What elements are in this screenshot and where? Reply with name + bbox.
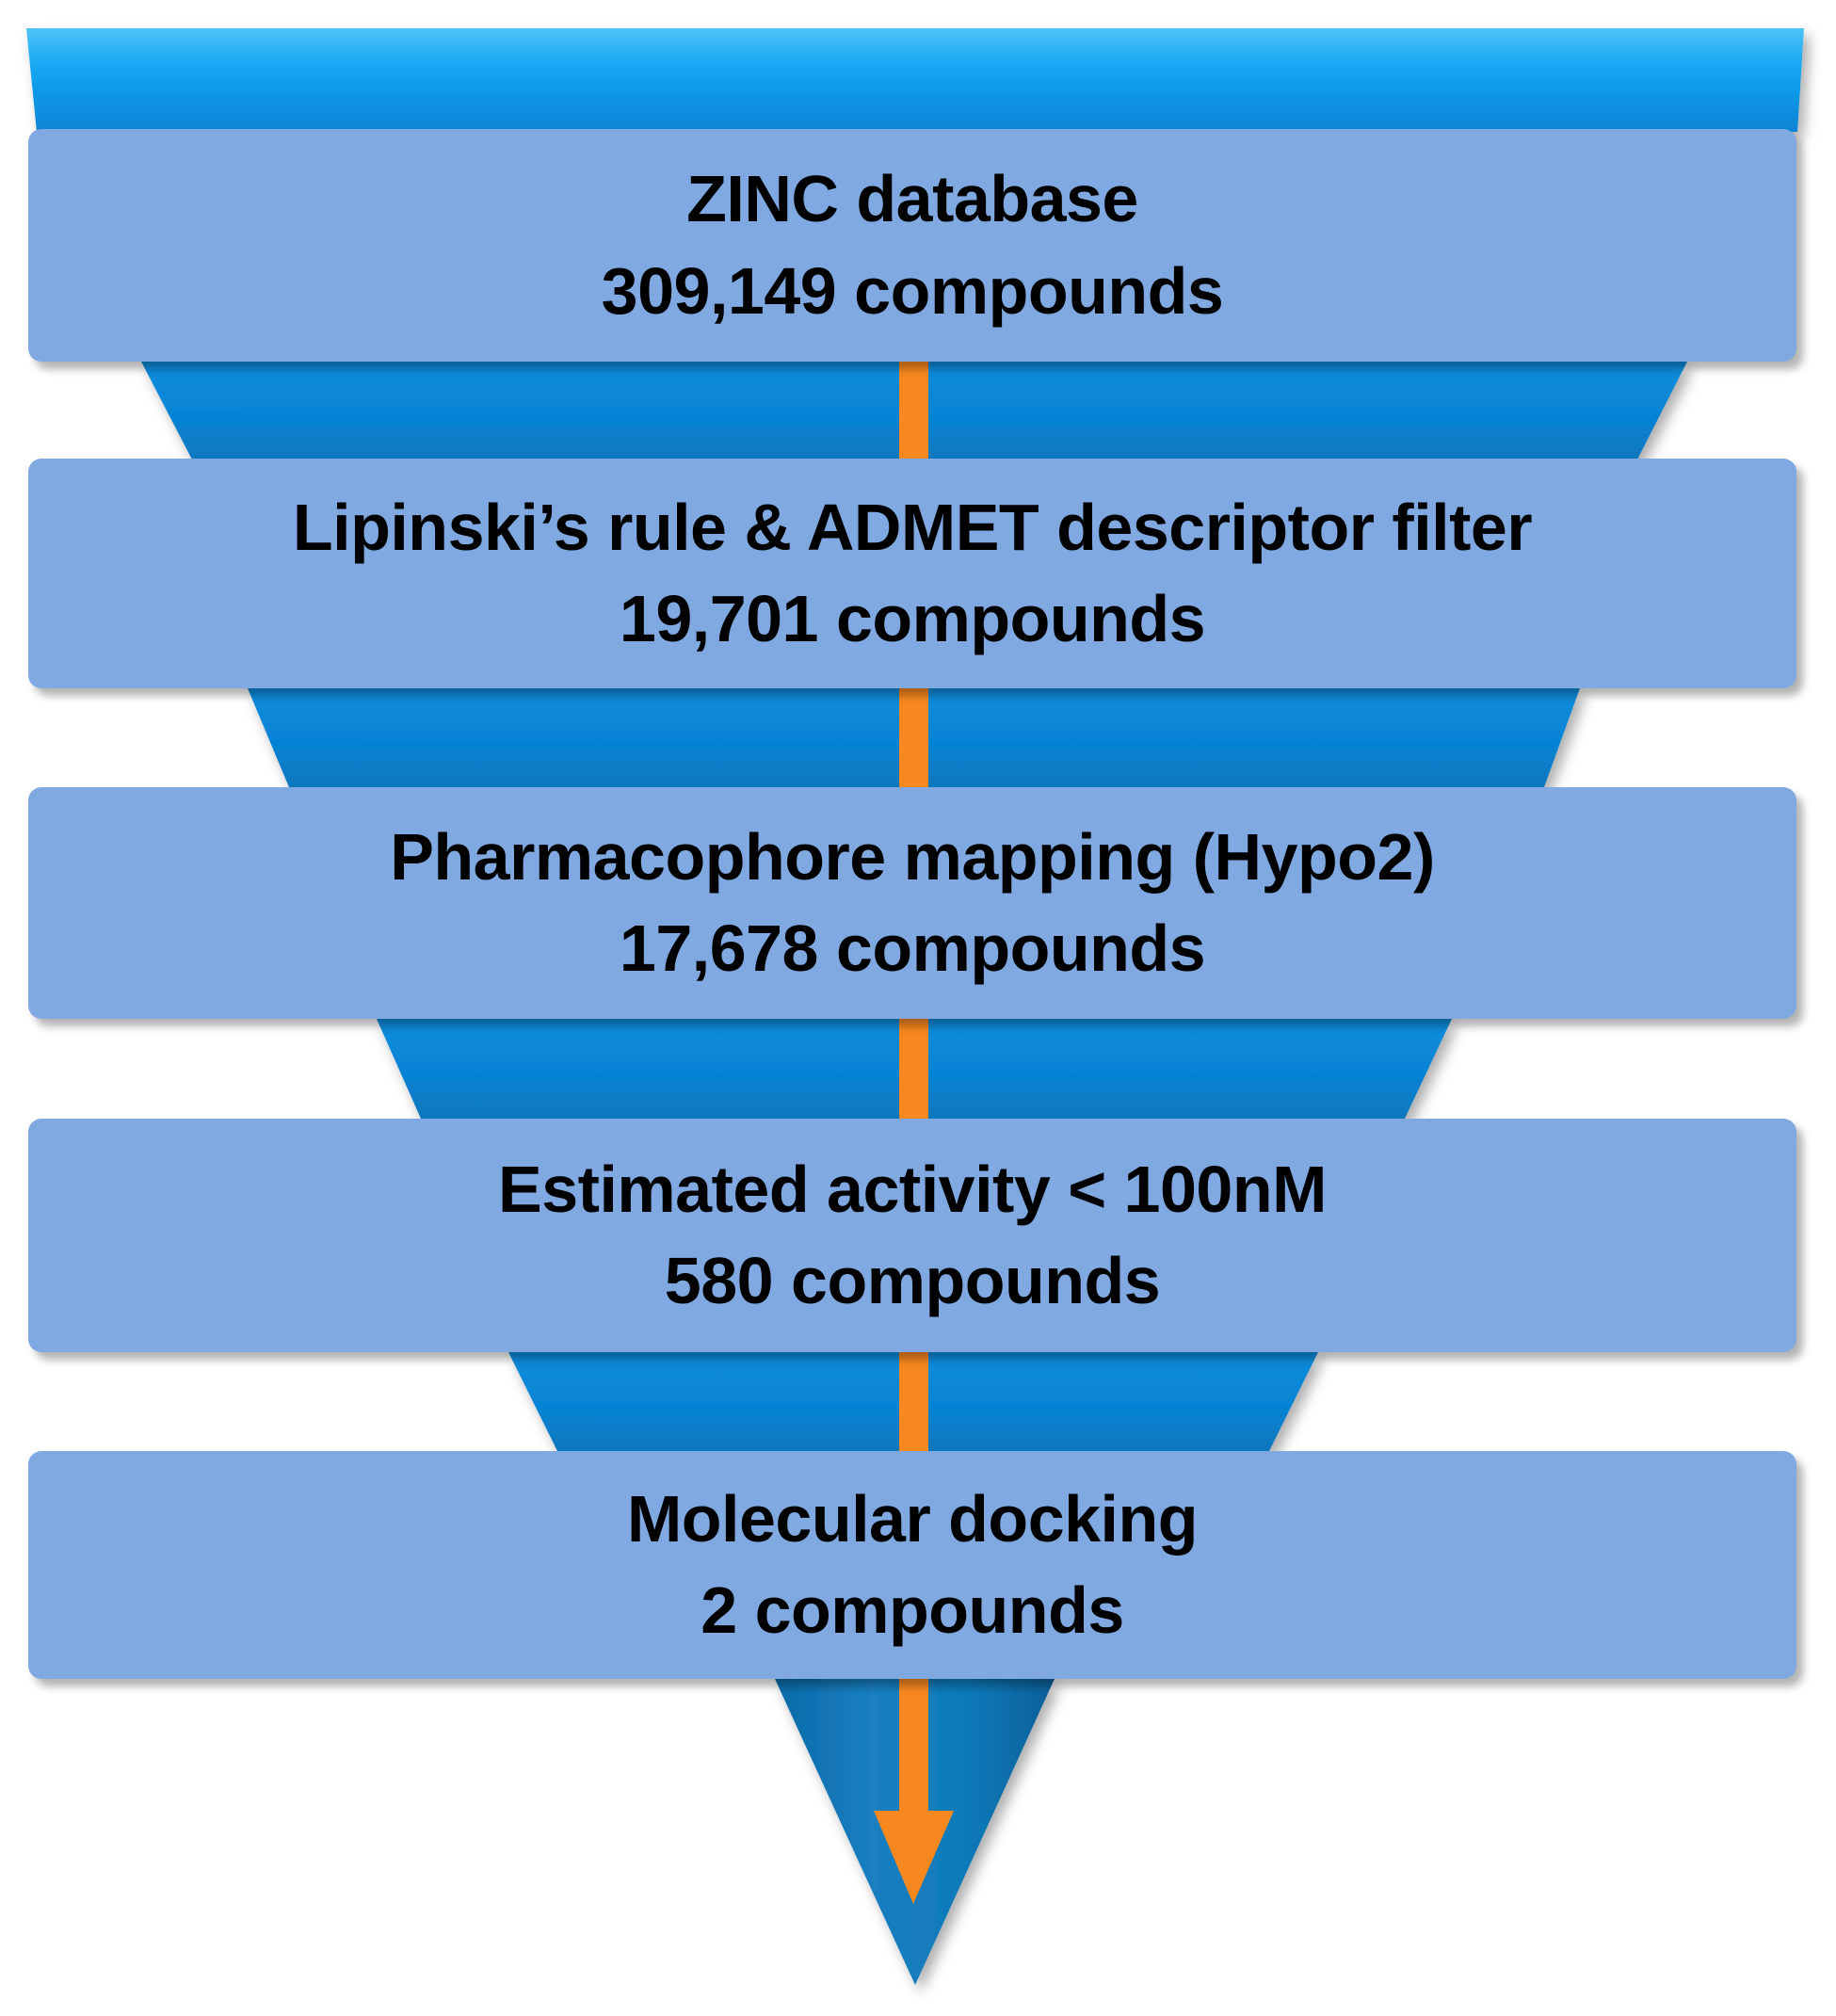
funnel-stage-molecular-docking: Molecular docking 2 compounds xyxy=(28,1451,1796,1679)
stage-count: 580 compounds xyxy=(664,1244,1161,1317)
funnel-stage-estimated-activity: Estimated activity < 100nM 580 compounds xyxy=(28,1119,1796,1352)
downward-flow-arrow xyxy=(874,362,954,1904)
stage-title: ZINC database xyxy=(686,162,1138,236)
stage-count: 309,149 compounds xyxy=(601,253,1224,328)
stage-title: Lipinski’s rule & ADMET descriptor filte… xyxy=(292,490,1533,564)
funnel-top-segment xyxy=(26,28,1804,132)
stage-title: Pharmacophore mapping (Hypo2) xyxy=(390,819,1435,894)
funnel-stage-pharmacophore-mapping: Pharmacophore mapping (Hypo2) 17,678 com… xyxy=(28,787,1796,1019)
funnel-stage-lipinski-admet-filter: Lipinski’s rule & ADMET descriptor filte… xyxy=(28,459,1796,688)
stage-count: 2 compounds xyxy=(701,1573,1124,1647)
funnel-stage-zinc-database: ZINC database 309,149 compounds xyxy=(28,129,1796,362)
stage-title: Estimated activity < 100nM xyxy=(498,1152,1327,1226)
arrowhead xyxy=(874,1811,954,1904)
stage-count: 19,701 compounds xyxy=(619,582,1206,655)
stage-title: Molecular docking xyxy=(626,1481,1199,1556)
stage-count: 17,678 compounds xyxy=(619,911,1206,985)
